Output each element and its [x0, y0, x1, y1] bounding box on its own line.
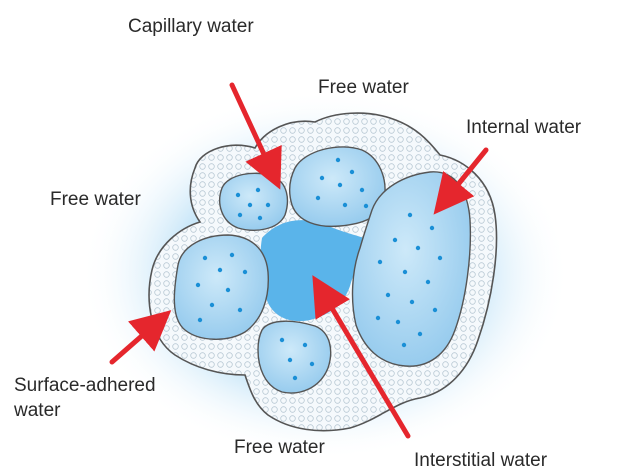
particle-left — [174, 235, 268, 339]
free-water-top-label: Free water — [318, 77, 409, 100]
interstitial-water-label: Interstitial water — [414, 450, 547, 473]
free-water-left-label: Free water — [50, 189, 141, 212]
free-water-bottom-label: Free water — [234, 437, 325, 460]
surface-adhered-label-line1: Surface-adhered — [14, 375, 156, 398]
capillary-water-label: Capillary water — [128, 16, 254, 39]
surface-adhered-label-line2: water — [14, 400, 60, 423]
internal-water-label: Internal water — [466, 117, 581, 140]
particle-top-left — [220, 173, 288, 230]
